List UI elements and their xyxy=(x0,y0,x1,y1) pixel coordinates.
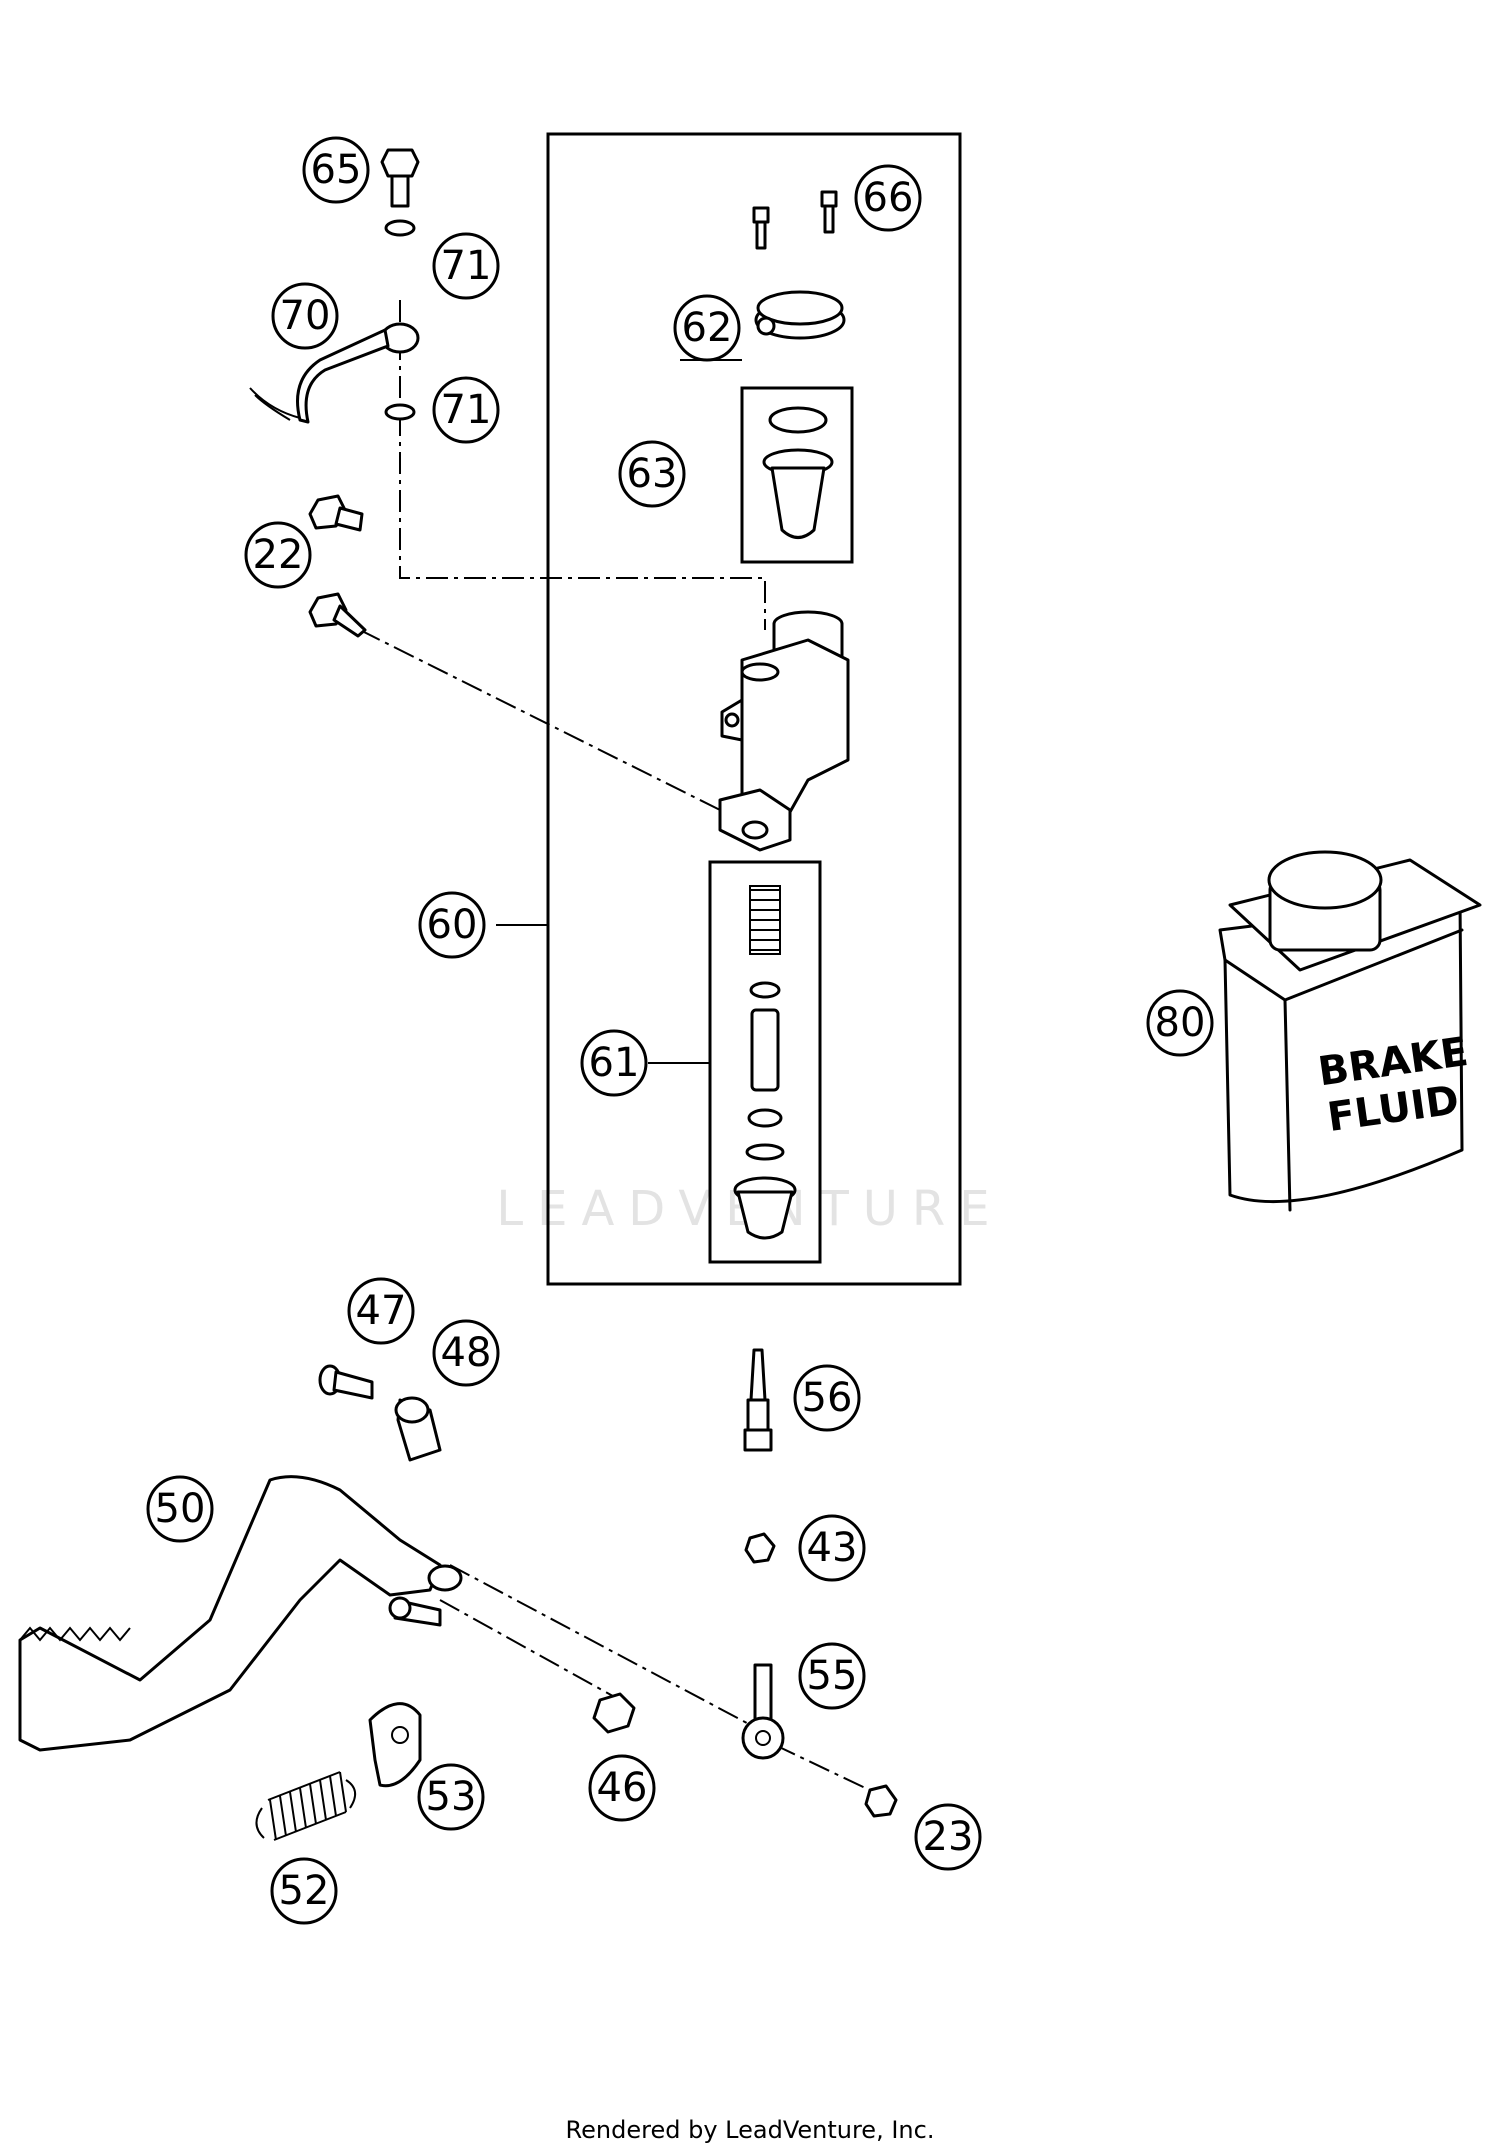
callout-48: 48 xyxy=(432,1319,500,1387)
callout-52: 52 xyxy=(270,1857,338,1925)
assembly-line-pedal-rod xyxy=(449,1564,761,1731)
callout-65: 65 xyxy=(302,136,370,204)
part-22-bolt-upper xyxy=(308,494,364,532)
assembly-line-nut-23 xyxy=(774,1744,881,1796)
assembly-line-hose xyxy=(399,300,766,630)
svg-text:53: 53 xyxy=(426,1774,477,1820)
master-cylinder-body xyxy=(718,610,850,852)
callout-62: 62 xyxy=(673,294,741,362)
svg-text:62: 62 xyxy=(682,305,733,351)
callout-60: 60 xyxy=(418,891,486,959)
assembly-line-nut-46 xyxy=(439,1599,621,1701)
svg-text:22: 22 xyxy=(253,532,304,578)
reservoir-kit-box xyxy=(740,386,854,564)
svg-text:71: 71 xyxy=(441,387,492,433)
part-48-bushing xyxy=(394,1396,442,1462)
part-52-spring xyxy=(255,1771,357,1841)
part-23-nut xyxy=(864,1784,898,1818)
svg-text:63: 63 xyxy=(627,451,678,497)
callout-61: 61 xyxy=(580,1029,648,1097)
svg-text:47: 47 xyxy=(356,1288,407,1334)
svg-text:70: 70 xyxy=(280,293,331,339)
svg-text:71: 71 xyxy=(441,243,492,289)
svg-text:60: 60 xyxy=(427,902,478,948)
callout-66: 66 xyxy=(854,164,922,232)
part-63-reservoir xyxy=(762,406,834,539)
part-71-washer-top xyxy=(384,219,416,237)
part-62-reservoir-cap xyxy=(754,290,846,340)
part-50-brake-pedal xyxy=(18,1475,463,1752)
svg-text:61: 61 xyxy=(589,1040,640,1086)
svg-text:52: 52 xyxy=(279,1868,330,1914)
part-46-nut xyxy=(592,1692,636,1734)
part-66-screws xyxy=(752,190,838,250)
footer-credit: Rendered by LeadVenture, Inc. xyxy=(566,2116,935,2144)
svg-text:56: 56 xyxy=(802,1375,853,1421)
callout-46: 46 xyxy=(588,1754,656,1822)
svg-text:43: 43 xyxy=(807,1525,858,1571)
part-43-nut xyxy=(744,1532,776,1564)
svg-text:48: 48 xyxy=(441,1330,492,1376)
callout-63: 63 xyxy=(618,440,686,508)
callout-71-bottom: 71 xyxy=(432,376,500,444)
callout-80: 80 xyxy=(1146,989,1214,1057)
svg-text:80: 80 xyxy=(1155,1000,1206,1046)
callout-50: 50 xyxy=(146,1475,214,1543)
part-56-bleeder xyxy=(743,1348,773,1452)
callout-22: 22 xyxy=(244,521,312,589)
callout-43: 43 xyxy=(798,1514,866,1582)
callout-71-top: 71 xyxy=(432,232,500,300)
part-47-pin xyxy=(318,1364,374,1400)
master-cylinder-assembly-box xyxy=(546,132,962,1286)
callout-70: 70 xyxy=(271,282,339,350)
part-53-bracket xyxy=(368,1702,422,1788)
svg-text:46: 46 xyxy=(597,1765,648,1811)
callout-47: 47 xyxy=(347,1277,415,1345)
part-80-brake-fluid-can: BRAKE FLUID xyxy=(1218,850,1482,1212)
callout-55: 55 xyxy=(798,1642,866,1710)
svg-text:50: 50 xyxy=(155,1486,206,1532)
part-70-brake-hose xyxy=(249,322,420,424)
svg-text:66: 66 xyxy=(863,175,914,221)
svg-text:23: 23 xyxy=(923,1814,974,1860)
callout-23: 23 xyxy=(914,1803,982,1871)
part-65-banjo-bolt xyxy=(380,148,420,208)
svg-text:55: 55 xyxy=(807,1653,858,1699)
part-71-washer-bottom xyxy=(384,403,416,421)
callout-56: 56 xyxy=(793,1364,861,1432)
part-22-bolt-lower xyxy=(308,592,367,638)
part-55-rod-end xyxy=(741,1663,785,1760)
assembly-line-bolt-22 xyxy=(359,629,721,811)
callout-53: 53 xyxy=(417,1763,485,1831)
svg-text:65: 65 xyxy=(311,147,362,193)
part-61-piston-kit xyxy=(733,885,797,1240)
